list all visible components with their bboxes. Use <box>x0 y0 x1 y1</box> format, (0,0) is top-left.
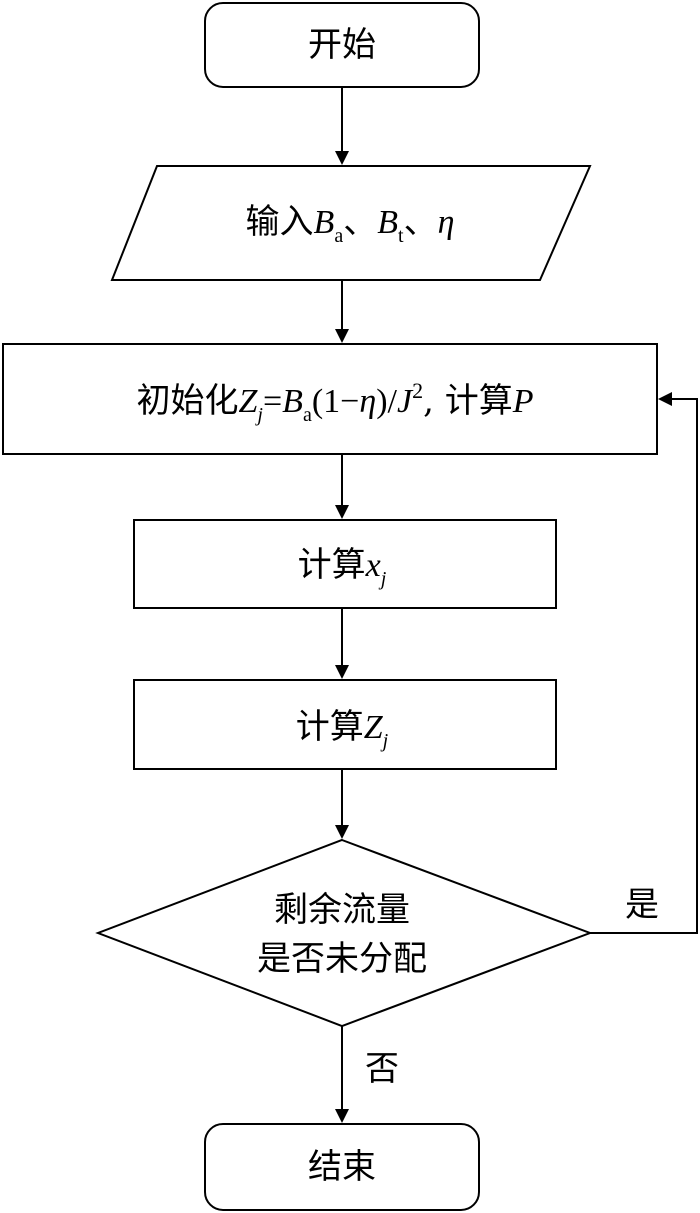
calc-z-process <box>133 679 557 770</box>
calc-z-label: 计算Zj <box>296 710 388 751</box>
input-sep-2: 、 <box>403 202 438 242</box>
init-paren-close: )/ <box>376 383 397 420</box>
decision-line-2: 是否未分配 <box>257 939 427 979</box>
calc-x-var: x <box>365 547 381 584</box>
init-b-sub: a <box>302 404 312 426</box>
calc-z-prefix: 计算 <box>295 707 364 747</box>
decision-line-1: 剩余流量 <box>274 890 410 930</box>
arrow-yes-loop <box>590 392 698 934</box>
input-b-t-sub: t <box>398 225 404 247</box>
end-label: 结束 <box>308 1147 376 1187</box>
init-paren-open: (1− <box>311 383 360 420</box>
calc-z-var: Z <box>363 709 383 746</box>
init-j-sup: 2 <box>412 378 424 403</box>
input-eta: η <box>437 204 455 241</box>
init-j: J <box>397 383 413 420</box>
input-label: 输入Ba、Bt、η <box>246 205 455 246</box>
input-prefix: 输入 <box>245 202 314 242</box>
init-z-sub: j <box>257 404 263 426</box>
calc-x-label: 计算xj <box>298 548 387 589</box>
init-process <box>2 343 658 455</box>
calc-x-prefix: 计算 <box>297 545 366 585</box>
input-sep-1: 、 <box>343 202 378 242</box>
yes-label: 是 <box>625 885 659 925</box>
calc-x-sub: j <box>380 568 387 590</box>
init-z: Z <box>238 383 258 420</box>
init-eq: = <box>262 383 283 420</box>
calc-x-process <box>133 519 557 609</box>
init-p: P <box>512 383 534 420</box>
no-label: 否 <box>365 1049 399 1089</box>
calc-z-sub: j <box>382 730 389 752</box>
input-b-a-sub: a <box>334 225 344 247</box>
input-b-a: B <box>313 204 335 241</box>
input-b-t: B <box>377 204 399 241</box>
end-terminal <box>204 1123 480 1211</box>
init-eta: η <box>359 383 377 420</box>
start-label: 开始 <box>308 25 376 65</box>
decision-diamond <box>95 838 593 1028</box>
init-b: B <box>282 383 303 420</box>
input-parallelogram <box>110 165 592 281</box>
init-label: 初始化Zj=Ba(1−η)/J2, 计算P <box>136 378 534 426</box>
init-comma: , 计算 <box>423 381 513 421</box>
init-prefix: 初始化 <box>136 381 239 421</box>
